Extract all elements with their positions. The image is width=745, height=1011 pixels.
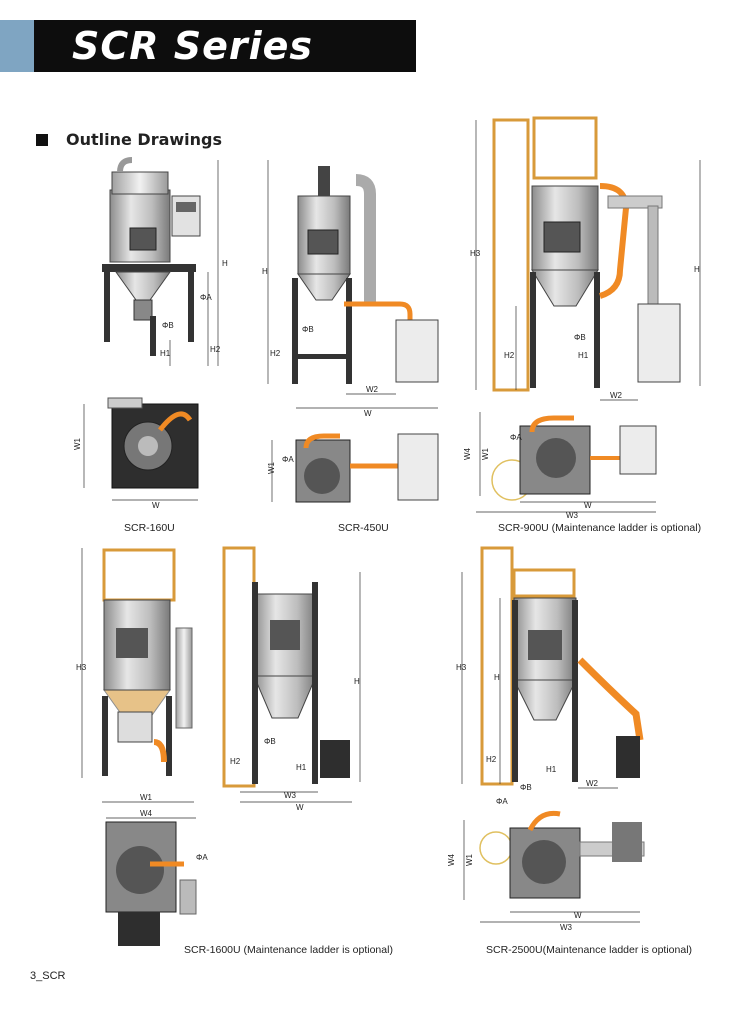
dim-h1: H1 <box>296 763 307 772</box>
dim-h: H <box>262 267 268 276</box>
dim-phi-a: ΦA <box>282 455 294 464</box>
dim-w: W <box>574 911 582 920</box>
dim-h: H <box>222 259 228 268</box>
dim-w3: W3 <box>566 511 579 520</box>
dim-h1: H1 <box>578 351 589 360</box>
dim-w4: W4 <box>463 447 472 460</box>
dim-w2: W2 <box>610 391 623 400</box>
dim-h: H <box>694 265 700 274</box>
dim-h: H <box>354 677 360 686</box>
dim-phi-b: ΦB <box>162 321 174 330</box>
scr-900u-plan: W4 W1 ΦA W W3 <box>463 412 657 520</box>
dim-w3: W3 <box>560 923 573 932</box>
banner-accent-bar <box>0 20 34 72</box>
scr-2500u-plan: W4 W1 ΦA W W3 <box>447 797 645 932</box>
dim-h2: H2 <box>486 755 497 764</box>
scr-2500u-elevation: H3 H H2 H1 ΦB W2 <box>456 546 644 792</box>
dim-w1: W1 <box>481 447 490 460</box>
dim-h2: H2 <box>270 349 281 358</box>
dim-phi-b: ΦB <box>520 783 532 792</box>
section-bullet-icon <box>36 133 48 146</box>
dim-phi-a: ΦA <box>200 293 212 302</box>
dim-phi-a: ΦA <box>510 433 522 442</box>
dim-phi-a: ΦA <box>196 853 208 862</box>
section-heading: Outline Drawings <box>36 130 222 149</box>
dim-phi-b: ΦB <box>302 325 314 334</box>
dim-w: W <box>296 803 304 812</box>
dim-phi-a: ΦA <box>496 797 508 806</box>
dim-w2: W2 <box>586 779 599 788</box>
caption-scr-450u: SCR-450U <box>338 522 389 534</box>
dim-h2: H2 <box>210 345 221 354</box>
scr-900u-elevation: H3 H H2 H1 ΦB W2 <box>470 116 701 401</box>
dim-phi-b: ΦB <box>574 333 586 342</box>
dim-w2: W2 <box>366 385 379 394</box>
dim-w4: W4 <box>447 853 456 866</box>
dim-h2: H2 <box>230 757 241 766</box>
dim-w3: W3 <box>284 791 297 800</box>
scr-160u-elevation: H H2 H1 ΦA ΦB <box>102 157 228 366</box>
dim-w: W <box>364 409 372 418</box>
dim-w1: W1 <box>140 793 153 802</box>
scr-1600u-side: W3 W H H2 H1 ΦB <box>222 546 361 812</box>
dim-w1: W1 <box>267 461 276 474</box>
dim-h: H <box>494 673 500 682</box>
scr-1600u-plan: W4 ΦA <box>105 809 208 946</box>
series-title: SCR Series <box>72 24 314 68</box>
scr-450u-elevation: H H2 W W2 ΦB <box>262 160 439 418</box>
dim-w: W <box>152 501 160 510</box>
title-banner: SCR Series <box>34 20 416 72</box>
scr-450u-plan: W1 ΦA <box>267 433 439 503</box>
section-title: Outline Drawings <box>66 130 223 149</box>
caption-scr-900u: SCR-900U (Maintenance ladder is optional… <box>498 522 702 534</box>
dim-w: W <box>584 501 592 510</box>
dim-w1: W1 <box>73 437 82 450</box>
scr-1600u-elevation: H3 W1 <box>76 548 194 803</box>
dim-h2: H2 <box>504 351 515 360</box>
caption-scr-2500u: SCR-2500U(Maintenance ladder is optional… <box>486 944 693 956</box>
dim-phi-b: ΦB <box>264 737 276 746</box>
dim-w1: W1 <box>465 853 474 866</box>
dim-h3: H3 <box>470 249 481 258</box>
caption-scr-160u: SCR-160U <box>124 522 175 534</box>
page-number: 3_SCR <box>30 970 66 982</box>
dim-h3: H3 <box>456 663 467 672</box>
scr-160u-plan: W1 W <box>73 397 199 510</box>
dim-w4: W4 <box>140 809 153 818</box>
dim-h3: H3 <box>76 663 87 672</box>
dim-h1: H1 <box>546 765 557 774</box>
caption-scr-1600u: SCR-1600U (Maintenance ladder is optiona… <box>184 944 393 956</box>
dim-h1: H1 <box>160 349 171 358</box>
